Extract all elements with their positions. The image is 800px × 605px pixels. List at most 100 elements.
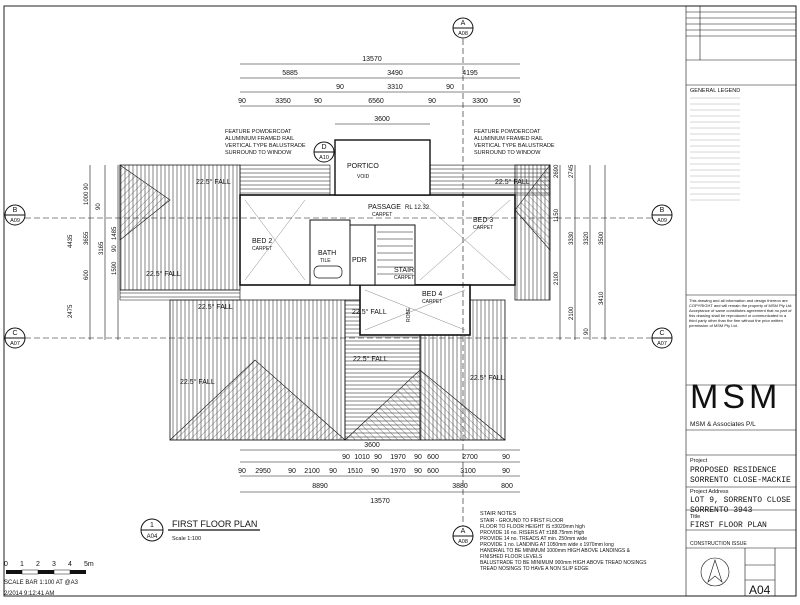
dimension-lines [25, 30, 660, 530]
svg-text:PROVIDE 14 no. TREADS AT min.: PROVIDE 14 no. TREADS AT min. 250mm wide [480, 536, 587, 542]
dim-bot-r2-4: 90 [329, 468, 337, 475]
svg-text:A08: A08 [458, 539, 468, 545]
svg-text:A: A [461, 528, 466, 535]
dim-left-0: 90 [84, 183, 90, 190]
dim-bot-r2-7: 1970 [390, 468, 406, 475]
fall-7: 22.5° FALL [470, 374, 505, 382]
fall-5: 22.5° FALL [353, 355, 388, 363]
rooms [239, 139, 516, 336]
dim-bot-r2-9: 600 [427, 468, 439, 475]
balustrade-notes: FEATURE POWDERCOAT ALUMINIUM FRAMED RAIL… [225, 129, 555, 156]
svg-text:PROVIDE 1 no. LANDING AT 1050m: PROVIDE 1 no. LANDING AT 1050mm wide x 1… [480, 542, 614, 548]
dim-right-6: 2100 [554, 271, 560, 285]
dim-left-2: 90 [96, 203, 102, 210]
dim-bot-r1-4: 90 [414, 454, 422, 461]
dim-bot-r2-2: 90 [288, 468, 296, 475]
stair-notes: STAIR NOTES STAIR - GROUND TO FIRST FLOO… [480, 511, 647, 572]
room-bath: BATH [318, 250, 336, 257]
dim-bot-r1-5: 600 [427, 454, 439, 461]
scale-bar: 0 1 2 3 4 5m SCALE BAR 1:100 AT @A3 2/20… [4, 561, 94, 597]
note-left-2: VERTICAL TYPE BALUSTRADE [225, 143, 306, 149]
dim-bot-r1-0: 90 [342, 454, 350, 461]
section-marker-a-top: A A08 [452, 17, 474, 39]
dim-bot-r1-1: 1010 [354, 454, 370, 461]
section-marker-a-bottom: A A08 [452, 525, 474, 547]
project-line-1: PROPOSED RESIDENCE [690, 466, 777, 475]
section-marker-d-portico: D A10 [313, 141, 335, 163]
note-right-3: SURROUND TO WINDOW [474, 150, 541, 156]
dim-left-5: 1485 [112, 226, 118, 240]
firm-name: MSM & Associates P/L [690, 421, 756, 428]
dim-right-0: 2690 [554, 164, 560, 178]
svg-text:STAIR NOTES: STAIR NOTES [480, 511, 517, 517]
svg-text:C: C [659, 330, 664, 337]
section-markers: A A08 B A09 B A09 C A07 C A07 [4, 17, 673, 547]
room-bath-sub: TILE [320, 258, 331, 264]
dim-top-r3-5: 3300 [472, 98, 488, 105]
dim-bot-r2-6: 90 [371, 468, 379, 475]
fall-1: 22.5° FALL [495, 178, 530, 186]
svg-text:A07: A07 [10, 341, 20, 347]
dim-bot-r2-0: 90 [238, 468, 246, 475]
fall-6: 22.5° FALL [180, 378, 215, 386]
svg-text:FLOOR TO FLOOR HEIGHT IS ±3020: FLOOR TO FLOOR HEIGHT IS ±3020mm high [480, 524, 585, 530]
drawing-ref: A04 [147, 534, 158, 540]
dim-top-overall: 13570 [362, 56, 382, 63]
dim-bot-r1-3: 1970 [390, 454, 406, 461]
svg-text:A: A [461, 20, 466, 27]
svg-text:A09: A09 [10, 218, 20, 224]
room-portico: PORTICO [347, 163, 379, 170]
dim-right-2: 2745 [569, 164, 575, 178]
svg-text:BALUSTRADE TO BE MINIMUM 900mm: BALUSTRADE TO BE MINIMUM 900mm HIGH ABOV… [480, 560, 647, 566]
title-label: Title [690, 514, 700, 520]
room-bed2: BED 2 [252, 238, 272, 245]
dim-top-r2-2: 90 [446, 84, 454, 91]
svg-text:A10: A10 [319, 155, 329, 161]
dim-bot-r3-0: 8890 [312, 483, 328, 490]
room-pdr: PDR [352, 257, 367, 264]
dim-bot-r3-1: 3880 [452, 483, 468, 490]
dim-top-r2-0: 90 [336, 84, 344, 91]
room-bed3-sub: CARPET [473, 225, 493, 231]
dim-bot-r1-2: 90 [374, 454, 382, 461]
dim-top-r3-3: 6560 [368, 98, 384, 105]
dim-left-10: 2475 [68, 304, 74, 318]
address-label: Project Address [690, 489, 729, 495]
room-passage-rl: RL 12.32 [405, 205, 430, 211]
copyright-note: This drawing and all information and des… [689, 298, 793, 328]
title-block-text: GENERAL LEGEND MSM MSM & Associates P/L … [690, 88, 791, 597]
svg-text:B: B [660, 207, 665, 214]
dim-right-5: 3500 [599, 231, 605, 245]
scale-bar-label: SCALE BAR 1:100 AT @A3 [4, 580, 79, 586]
dim-top-r1-0: 5885 [282, 70, 298, 77]
dim-left-4: 3165 [99, 241, 105, 255]
room-bed4: BED 4 [422, 291, 442, 298]
room-stair-sub: CARPET [394, 275, 414, 281]
dim-top-r3-2: 90 [314, 98, 322, 105]
dim-top-r1-1: 3490 [387, 70, 403, 77]
dim-left-9: 600 [84, 269, 90, 280]
note-left-3: SURROUND TO WINDOW [225, 150, 292, 156]
svg-text:1: 1 [20, 561, 24, 568]
title-value: FIRST FLOOR PLAN [690, 521, 767, 530]
dim-top-r3-6: 90 [513, 98, 521, 105]
section-marker-c-left: C A07 [4, 327, 26, 349]
dim-bot-r1-7: 90 [502, 454, 510, 461]
svg-text:B: B [13, 207, 18, 214]
svg-text:A09: A09 [657, 218, 667, 224]
room-passage: PASSAGE [368, 204, 401, 211]
drawing-title-text: FIRST FLOOR PLAN [172, 519, 257, 529]
project-line-2: SORRENTO CLOSE-MACKIE [690, 476, 791, 485]
roof-hatching [119, 164, 551, 441]
svg-text:A08: A08 [458, 31, 468, 37]
dim-right-9: 90 [584, 328, 590, 335]
project-label: Project [690, 458, 708, 464]
drawing-title: 1 A04 FIRST FLOOR PLAN Scale 1:100 [140, 518, 260, 542]
dim-right-7: 3410 [599, 291, 605, 305]
dim-left-3: 3655 [84, 231, 90, 245]
dim-left-6: 90 [112, 245, 118, 252]
dim-top-r3-1: 3350 [275, 98, 291, 105]
dim-bot-r2-11: 90 [502, 468, 510, 475]
